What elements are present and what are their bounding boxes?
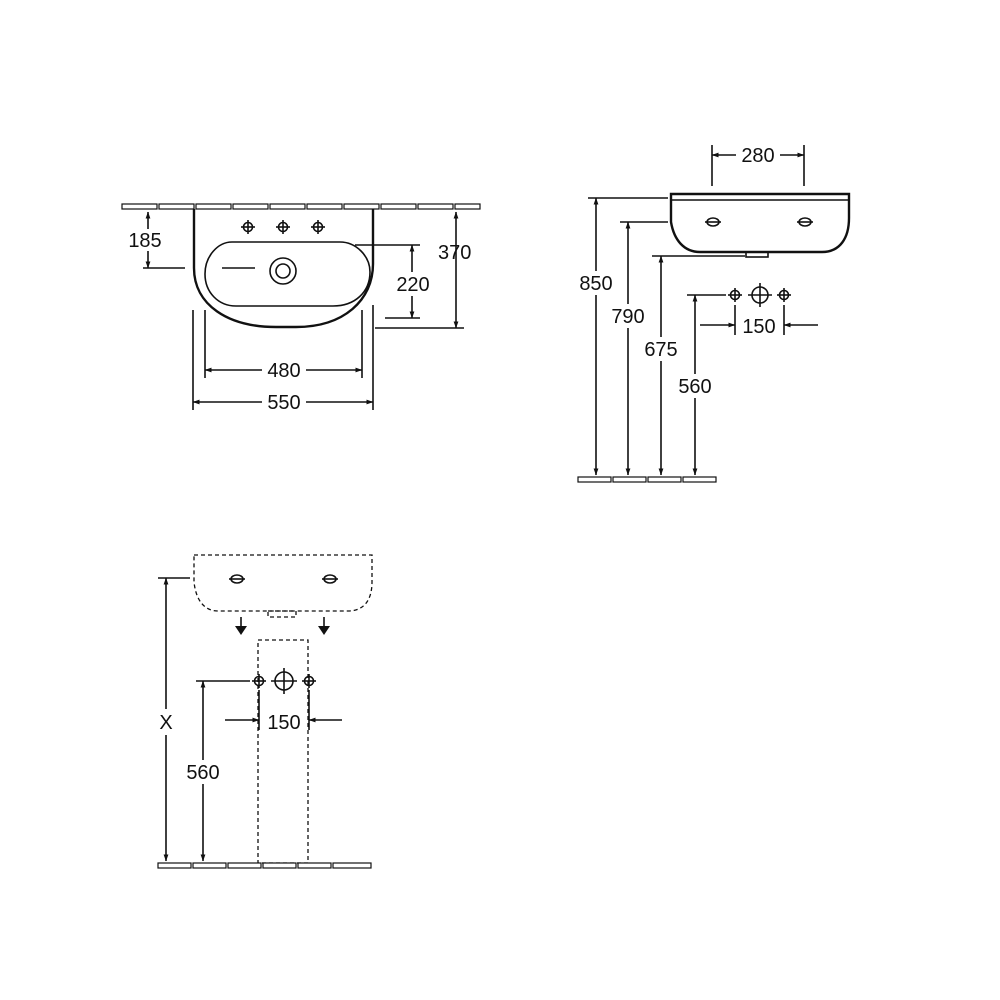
dimension-790: 790 xyxy=(608,221,668,476)
dimension-560-pedestal: 560 xyxy=(182,680,250,862)
pedestal-outline xyxy=(257,639,309,864)
fixing-hole-icon xyxy=(705,217,813,227)
side-view: 280 850 790 xyxy=(577,144,851,483)
basin-outline xyxy=(192,209,375,329)
basin-side-outline xyxy=(669,192,851,254)
dimension-185: 185 xyxy=(126,211,255,269)
dim-label-675: 675 xyxy=(644,339,677,361)
dim-label-150-pedestal: 150 xyxy=(267,712,300,734)
dim-label-790: 790 xyxy=(611,306,644,328)
floor-strip-pedestal xyxy=(157,862,372,869)
drain-icon xyxy=(269,257,297,285)
dimension-850: 850 xyxy=(578,197,668,476)
dim-label-850: 850 xyxy=(579,273,612,295)
dimension-150-side: 150 xyxy=(700,305,818,338)
pedestal-view: X 560 150 xyxy=(154,554,373,869)
dimension-675: 675 xyxy=(641,255,745,476)
dimension-220: 220 xyxy=(355,244,434,319)
dimension-550: 550 xyxy=(192,305,374,414)
dim-label-560-side: 560 xyxy=(678,376,711,398)
dim-label-x: X xyxy=(159,712,172,734)
connection-points-icon xyxy=(728,283,791,307)
basin-dashed-outline xyxy=(193,554,373,612)
dim-label-370: 370 xyxy=(438,242,471,264)
fixing-hole-icon xyxy=(229,574,338,584)
basin-bowl xyxy=(204,241,371,307)
arrow-down-icon xyxy=(235,617,330,635)
floor-strip-side xyxy=(577,476,717,483)
tap-hole-icon xyxy=(241,220,325,234)
dim-label-280: 280 xyxy=(741,145,774,167)
dim-label-550: 550 xyxy=(267,392,300,414)
dimension-370: 370 xyxy=(375,211,471,329)
dimension-560-side: 560 xyxy=(675,294,726,476)
dimension-150-pedestal: 150 xyxy=(225,690,342,734)
dimension-480: 480 xyxy=(204,310,363,382)
top-view: 185 220 370 480 xyxy=(121,203,481,414)
dimension-280: 280 xyxy=(711,144,805,186)
dim-label-220: 220 xyxy=(396,274,429,296)
dim-label-150-side: 150 xyxy=(742,316,775,338)
connection-points-icon xyxy=(252,668,316,694)
dim-label-480: 480 xyxy=(267,360,300,382)
wall-strip-top xyxy=(121,203,481,210)
dim-label-185: 185 xyxy=(128,230,161,252)
dim-label-560-pedestal: 560 xyxy=(186,762,219,784)
dimension-x: X xyxy=(154,577,190,862)
